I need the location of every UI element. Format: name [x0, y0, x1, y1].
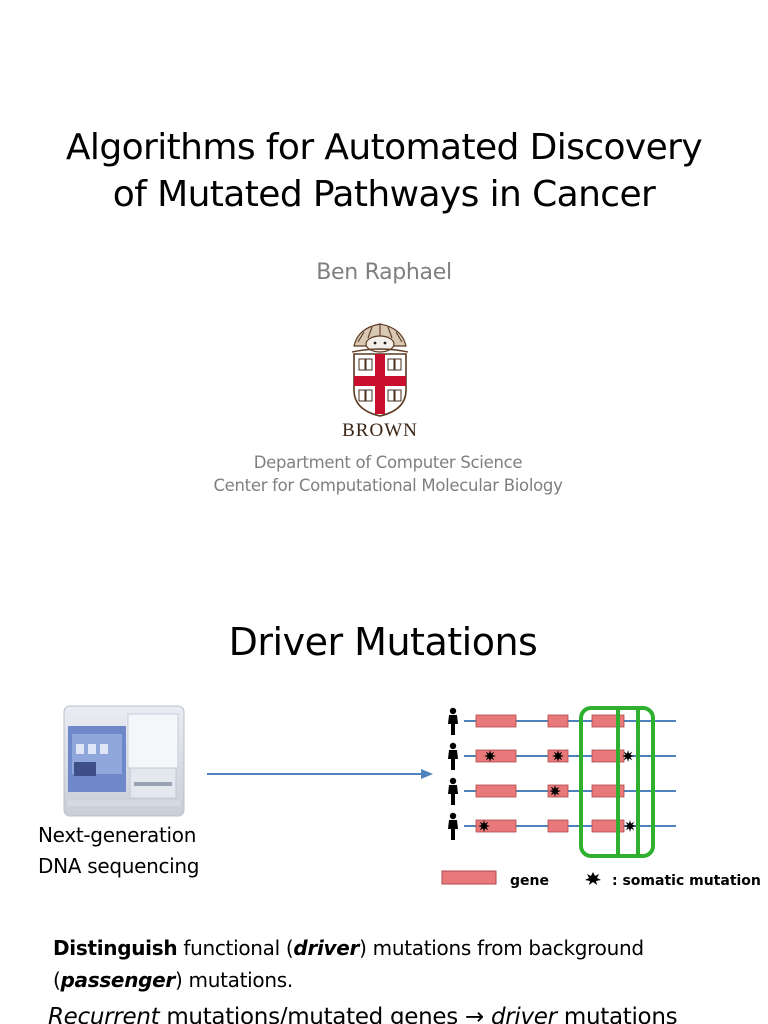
gene-block — [547, 819, 569, 833]
person-icon — [448, 812, 458, 840]
brown-university-logo: BROWN — [342, 323, 418, 440]
recurrent-region-inner-box — [616, 706, 640, 858]
caption-line-1: Next-generation — [38, 823, 197, 847]
text-functional: functional ( — [177, 936, 294, 960]
brown-wordmark: BROWN — [342, 420, 418, 440]
right-arrow-icon — [207, 769, 433, 779]
person-icon — [448, 742, 458, 770]
person-icon — [448, 777, 458, 805]
text-mutated-genes: mutations/mutated genes — [159, 1004, 465, 1024]
text-mutations-end: ) mutations. — [174, 968, 293, 992]
sequencer-caption: Next-generation DNA sequencing — [38, 820, 200, 882]
affiliation-block: Department of Computer Science Center fo… — [0, 451, 768, 497]
somatic-mutation-icon — [624, 820, 636, 832]
gene-block — [475, 819, 517, 833]
center-line: Center for Computational Molecular Biolo… — [213, 476, 563, 495]
gene-mutation-diagram — [448, 706, 676, 858]
somatic-mutation-icon — [552, 750, 564, 762]
distinguish-paragraph: Distinguish functional (driver) mutation… — [53, 932, 753, 996]
legend-mutation-label: : somatic mutation — [612, 873, 761, 889]
word-recurrent: Recurrent — [48, 1004, 160, 1024]
legend-gene-label: gene — [510, 873, 549, 889]
legend-mutation-icon — [585, 872, 601, 885]
implies-arrow: → — [464, 1004, 484, 1024]
legend-gene-swatch — [441, 870, 497, 885]
title-line-1: Algorithms for Automated Discovery — [65, 127, 703, 168]
somatic-mutation-icon — [478, 820, 490, 832]
bear-crest-icon — [351, 323, 409, 353]
slide-title: Driver Mutations — [228, 620, 538, 664]
word-distinguish: Distinguish — [53, 936, 178, 960]
somatic-mutation-icon — [622, 750, 634, 762]
text-open-paren: ( — [53, 968, 61, 992]
word-driver: driver — [293, 936, 360, 960]
author-name: Ben Raphael — [316, 260, 452, 285]
recurrent-statement: Recurrent mutations/mutated genes → driv… — [48, 1004, 768, 1024]
presentation-title: Algorithms for Automated Discovery of Mu… — [0, 124, 768, 218]
brown-shield-icon — [353, 353, 407, 417]
somatic-mutation-icon — [484, 750, 496, 762]
driver-mutations-slide: Driver Mutations Next-generation DNA seq… — [0, 576, 768, 1024]
sequencer-machine-image — [63, 705, 185, 817]
text-mutations: mutations — [556, 1004, 678, 1024]
caption-line-2: DNA sequencing — [38, 854, 200, 878]
diagram-legend: gene : somatic mutation — [441, 870, 761, 889]
somatic-mutation-icon — [549, 785, 561, 797]
word-driver-2: driver — [490, 1004, 557, 1024]
gene-block — [475, 714, 517, 728]
gene-block — [475, 784, 517, 798]
gene-block — [547, 714, 569, 728]
department-line: Department of Computer Science — [253, 453, 523, 472]
word-passenger: passenger — [60, 968, 176, 992]
person-icon — [448, 707, 458, 735]
title-line-2: of Mutated Pathways in Cancer — [112, 174, 656, 215]
text-from-background: ) mutations from background — [359, 936, 644, 960]
title-slide: Algorithms for Automated Discovery of Mu… — [0, 124, 768, 497]
